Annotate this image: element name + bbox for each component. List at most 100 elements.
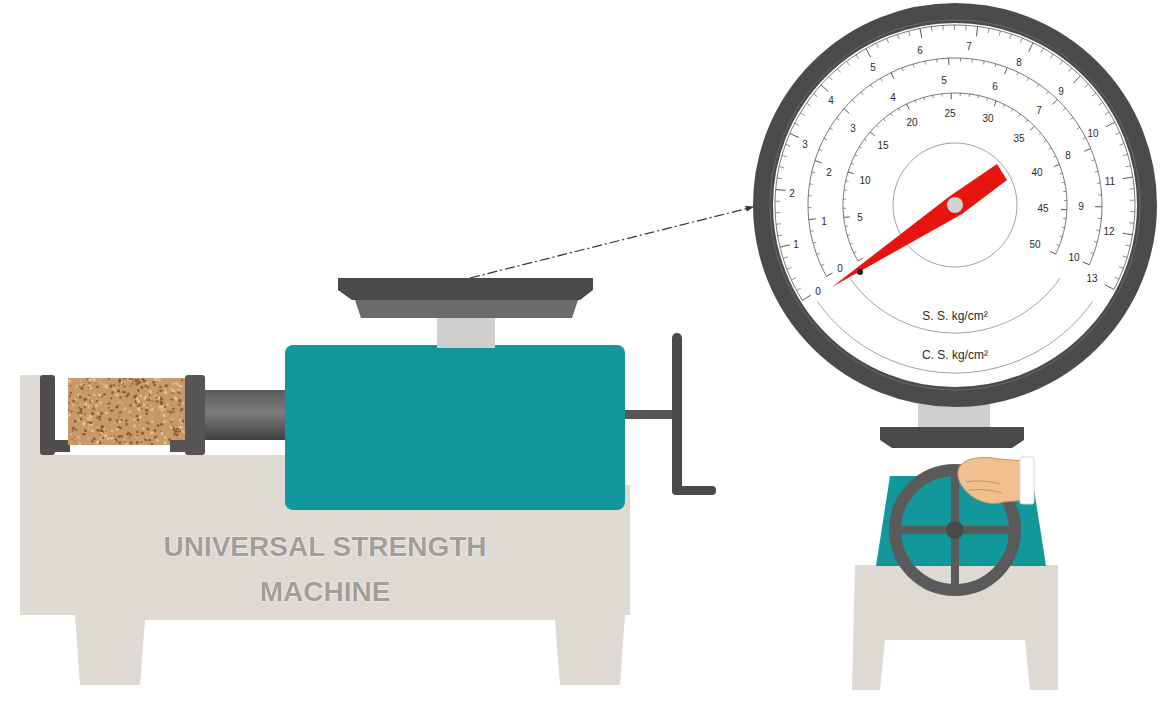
cork-speck (83, 384, 85, 386)
scale-tick (1060, 173, 1063, 175)
scale-number: 40 (1030, 167, 1043, 178)
cork-speck (163, 421, 166, 424)
scale-number: 2 (788, 188, 796, 199)
scale-tick (1029, 43, 1033, 52)
scale-tick (1059, 236, 1062, 238)
scale-tick (988, 28, 990, 33)
cork-speck (169, 426, 171, 428)
scale-tick (845, 226, 848, 228)
cork-speck (182, 420, 184, 422)
cork-speck (91, 416, 93, 418)
cork-speck (99, 401, 102, 404)
cork-speck (151, 408, 153, 410)
scale-tick (1063, 218, 1066, 219)
cork-speck (157, 397, 160, 400)
scale-tick (802, 295, 810, 300)
scale-tick (902, 68, 903, 71)
cork-speck (171, 399, 173, 401)
cork-speck (122, 394, 124, 396)
cork-speck (163, 414, 166, 417)
scale-tick (898, 34, 900, 39)
cork-speck (173, 418, 174, 419)
cork-speck (80, 418, 83, 421)
cork-speck (145, 409, 148, 412)
scale-tick (787, 267, 792, 269)
scale-tick (1129, 222, 1134, 224)
cork-speck (136, 435, 138, 437)
scale-tick (936, 59, 937, 62)
pointer-pivot (947, 197, 963, 213)
cork-speck (99, 416, 102, 419)
scale-tick (1057, 245, 1060, 246)
cuff (1020, 457, 1034, 504)
scale-tick (1054, 164, 1060, 166)
cork-speck (165, 420, 167, 422)
cork-speck (89, 386, 92, 389)
scale-tick (846, 180, 849, 182)
scale-tick (994, 64, 996, 67)
cork-speck (132, 379, 134, 381)
scale-tick (932, 95, 934, 98)
cork-speck (87, 437, 89, 439)
scale-tick (1011, 109, 1013, 112)
cork-speck (174, 397, 177, 400)
cork-speck (78, 407, 80, 409)
scale-arc (808, 58, 1102, 276)
cork-speck (96, 429, 99, 432)
cork-speck (69, 395, 71, 397)
cork-speck (130, 417, 132, 419)
scale-tick (813, 242, 816, 244)
hand-shape (958, 458, 1026, 504)
cork-speck (151, 420, 154, 423)
jaw-lip (52, 440, 70, 452)
scale-tick (780, 245, 790, 247)
cork-speck (72, 427, 75, 430)
scale-tick (1038, 133, 1040, 135)
cork-speck (130, 421, 131, 422)
scale-tick (994, 101, 996, 107)
scale-number: 1 (792, 239, 800, 250)
cork-speck (78, 442, 81, 445)
cork-speck (116, 405, 119, 408)
cork-speck (107, 403, 109, 405)
cork-speck (178, 426, 180, 428)
cork-speck (72, 430, 74, 432)
scale-tick (1126, 166, 1131, 167)
cork-speck (155, 396, 157, 398)
cork-speck (125, 423, 127, 425)
scale-tick (858, 258, 863, 261)
scale-tick (999, 31, 1000, 36)
scale-tick (815, 161, 822, 163)
crank-arm (625, 410, 675, 419)
cork-speck (147, 405, 148, 406)
cork-speck (93, 437, 96, 440)
scale-tick (960, 93, 961, 96)
hand (958, 457, 1034, 504)
cork-speck (115, 406, 116, 407)
cork-speck (154, 436, 156, 438)
dial-ring (770, 20, 1140, 390)
cork-speck (78, 419, 80, 421)
scale-number: 50 (1028, 239, 1041, 250)
scale-tick (855, 155, 858, 156)
cork-speck (175, 382, 177, 384)
cork-speck (146, 427, 149, 430)
cork-speck (146, 422, 148, 424)
scale-number: 13 (1085, 273, 1098, 284)
scale-tick (1021, 38, 1023, 43)
cork-speck (88, 379, 91, 382)
cork-speck (68, 409, 69, 411)
cork-speck (96, 400, 98, 402)
cork-speck (139, 415, 142, 418)
cork-speck (121, 401, 124, 404)
cork-speck (108, 418, 111, 421)
cork-speck (81, 414, 83, 416)
scale-tick (1027, 78, 1029, 81)
cork-speck (118, 420, 121, 423)
cork-speck (154, 395, 157, 398)
cork-speck (150, 405, 152, 407)
cork-speck (111, 435, 112, 436)
scale-tick (1130, 211, 1135, 212)
cork-speck (77, 402, 78, 403)
scale-tick (880, 78, 882, 81)
